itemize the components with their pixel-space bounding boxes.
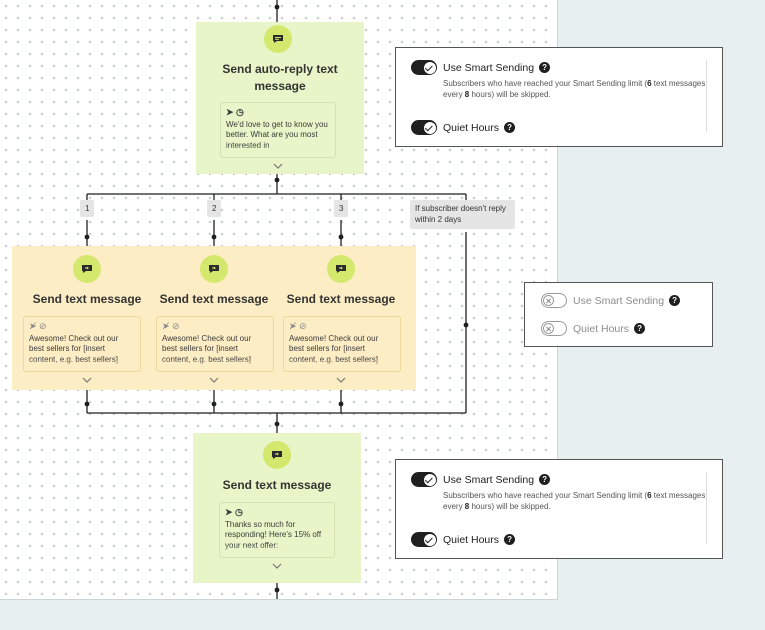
quiet-hours-row: Quiet Hours ? <box>411 120 516 135</box>
message-preview-card[interactable]: ➤ ◷ We'd love to get to know you better.… <box>220 102 336 158</box>
smart-sending-settings-panel-bottom: Use Smart Sending ? Subscribers who have… <box>395 459 723 559</box>
send-off-icon: ➤̸ ⊘ <box>289 321 307 331</box>
clock-icon: ◷ <box>236 107 244 117</box>
chevron-down-icon[interactable] <box>272 563 282 569</box>
sms-chat-icon <box>327 255 355 283</box>
smart-sending-toggle[interactable] <box>411 472 437 487</box>
blocked-icon: ⊘ <box>299 321 307 331</box>
blocked-icon: ⊘ <box>172 321 180 331</box>
smart-sending-toggle[interactable] <box>541 293 567 308</box>
panel-scrollbar[interactable] <box>706 472 707 544</box>
question-icon[interactable]: ? <box>539 474 551 485</box>
question-icon[interactable]: ? <box>504 534 516 545</box>
chevron-down-icon[interactable] <box>82 377 92 383</box>
send-off-icon: ➤̸ ⊘ <box>162 321 180 331</box>
quiet-hours-row: Quiet Hours ? <box>411 532 516 547</box>
node-title: Send auto-reply text message <box>222 62 338 93</box>
smart-sending-description: Subscribers who have reached your Smart … <box>443 491 706 511</box>
chevron-down-icon[interactable] <box>273 163 283 169</box>
node-title: Send text message <box>159 292 269 306</box>
final-text-node[interactable]: Send text message ➤ ◷ Thanks so much for… <box>193 433 361 583</box>
sms-chat-icon <box>263 441 291 469</box>
smart-sending-toggle[interactable] <box>411 60 437 75</box>
send-arrow-icon: ➤ ◷ <box>226 107 244 117</box>
branch-node-1[interactable]: Send text message ➤̸ ⊘ Awesome! Check ou… <box>23 246 150 390</box>
branch-node-2[interactable]: Send text message ➤̸ ⊘ Awesome! Check ou… <box>151 246 277 390</box>
message-preview-card[interactable]: ➤̸ ⊘ Awesome! Check out our best sellers… <box>23 316 141 372</box>
branch-label-3: 3 <box>334 200 349 217</box>
smart-sending-label: Use Smart Sending <box>443 61 535 74</box>
send-arrow-icon: ➤ ◷ <box>225 507 243 517</box>
question-icon[interactable]: ? <box>504 122 516 133</box>
quiet-hours-label: Quiet Hours <box>443 121 500 134</box>
quiet-hours-row: Quiet Hours ? <box>541 321 646 336</box>
smart-sending-settings-panel-top: Use Smart Sending ? Subscribers who have… <box>395 47 723 147</box>
branch-node-3[interactable]: Send text message ➤̸ ⊘ Awesome! Check ou… <box>278 246 404 390</box>
smart-sending-label: Use Smart Sending <box>573 294 665 307</box>
smart-sending-description: Subscribers who have reached your Smart … <box>443 79 706 99</box>
message-preview-card[interactable]: ➤̸ ⊘ Awesome! Check out our best sellers… <box>283 316 401 372</box>
question-icon[interactable]: ? <box>669 295 681 306</box>
quiet-hours-toggle[interactable] <box>411 532 437 547</box>
branch-label-1: 1 <box>80 200 95 217</box>
node-title: Send text message <box>286 292 396 306</box>
sms-chat-icon <box>73 255 101 283</box>
quiet-hours-toggle[interactable] <box>411 120 437 135</box>
clock-icon: ◷ <box>235 507 243 517</box>
smart-sending-row: Use Smart Sending ? <box>411 60 551 75</box>
send-off-icon: ➤̸ ⊘ <box>29 321 47 331</box>
node-title: Send text message <box>32 292 142 306</box>
auto-reply-node[interactable]: Send auto-reply text message ➤ ◷ We'd lo… <box>196 22 364 174</box>
chevron-down-icon[interactable] <box>336 377 346 383</box>
quiet-hours-label: Quiet Hours <box>573 322 630 335</box>
smart-sending-settings-panel-middle: Use Smart Sending ? Quiet Hours ? <box>524 282 713 347</box>
panel-scrollbar[interactable] <box>706 60 707 132</box>
message-preview-card[interactable]: ➤̸ ⊘ Awesome! Check out our best sellers… <box>156 316 274 372</box>
sms-chat-icon <box>200 255 228 283</box>
quiet-hours-toggle[interactable] <box>541 321 567 336</box>
branch-label-2: 2 <box>207 200 222 217</box>
flow-connectors <box>84 0 469 599</box>
smart-sending-label: Use Smart Sending <box>443 473 535 486</box>
no-reply-branch-label: If subscriber doesn't reply within 2 day… <box>410 200 515 229</box>
quiet-hours-label: Quiet Hours <box>443 533 500 546</box>
question-icon[interactable]: ? <box>539 62 551 73</box>
chevron-down-icon[interactable] <box>209 377 219 383</box>
sms-chat-icon <box>264 25 292 53</box>
node-title: Send text message <box>222 478 332 492</box>
smart-sending-row: Use Smart Sending ? <box>541 293 681 308</box>
message-preview-card[interactable]: ➤ ◷ Thanks so much for responding! Here'… <box>219 502 335 558</box>
question-icon[interactable]: ? <box>634 323 646 334</box>
blocked-icon: ⊘ <box>39 321 47 331</box>
smart-sending-row: Use Smart Sending ? <box>411 472 551 487</box>
